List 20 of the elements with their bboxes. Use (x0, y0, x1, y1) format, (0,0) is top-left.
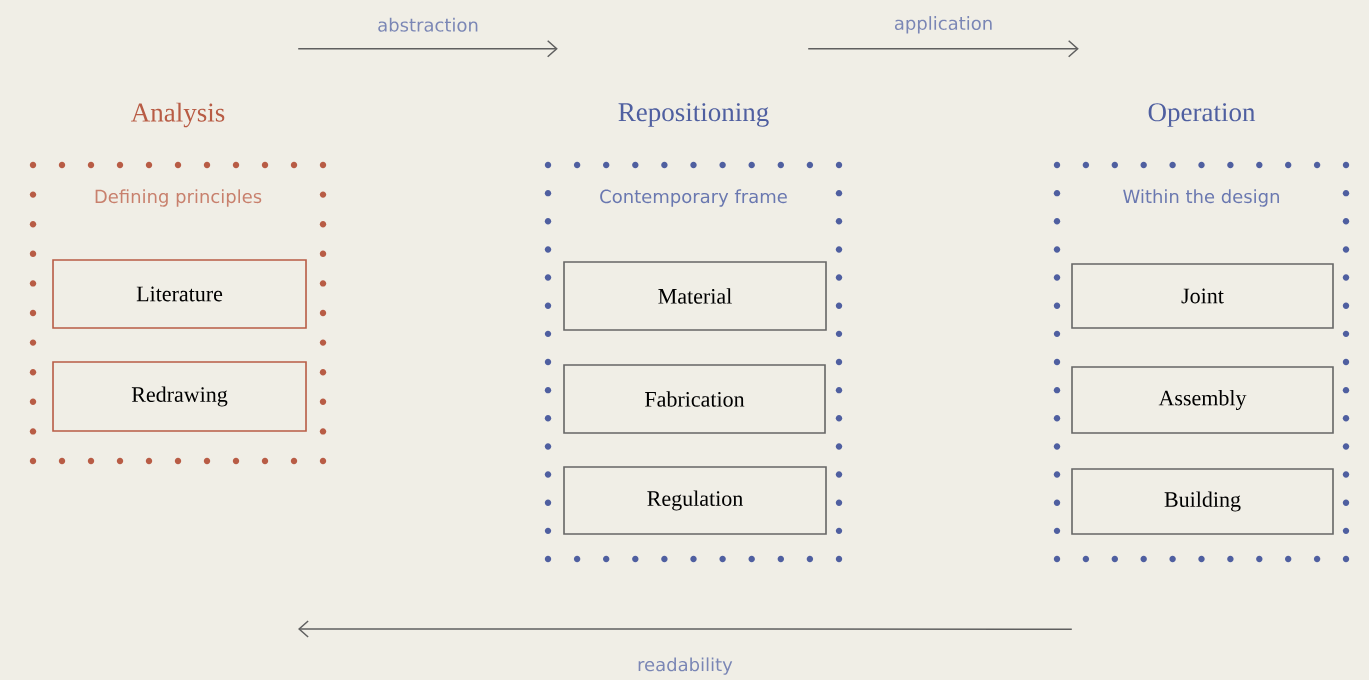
arrow (807, 40, 1079, 58)
node-label: Contemporary frame (600, 189, 787, 207)
node-label: Analysis (131, 102, 225, 128)
arrow (298, 620, 1073, 638)
process-box: Building (1071, 468, 1334, 535)
process-box: Material (563, 261, 827, 331)
node-label: Within the design (1123, 189, 1279, 207)
process-box: Redrawing (52, 361, 307, 432)
arrow (297, 40, 558, 58)
edge-label: readability (638, 657, 733, 675)
process-box: Regulation (563, 466, 827, 535)
process-box: Joint (1071, 263, 1334, 329)
edge-label: application (894, 16, 992, 34)
process-box: Literature (52, 259, 307, 329)
node-label: Defining principles (95, 189, 262, 207)
node-label: Operation (1148, 103, 1256, 127)
edge-label: abstraction (378, 17, 478, 32)
process-box: Fabrication (563, 364, 826, 434)
process-box: Assembly (1071, 366, 1334, 434)
node-label: Repositioning (618, 103, 769, 127)
